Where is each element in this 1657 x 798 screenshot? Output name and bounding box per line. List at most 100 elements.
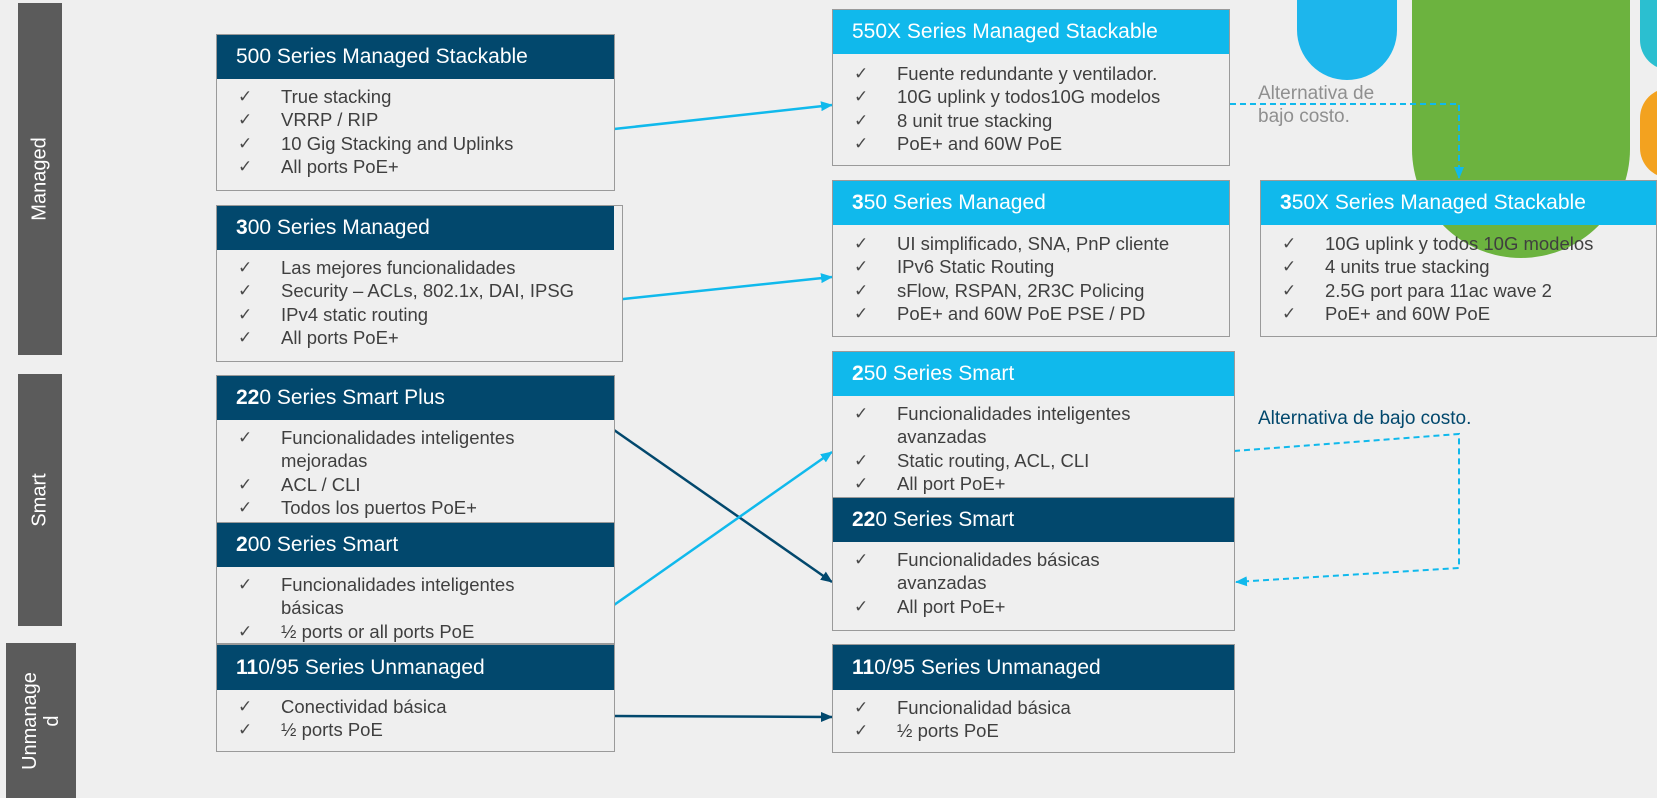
- arrow-200-to-250: [613, 450, 833, 607]
- tier-label-unmanaged: Unmanage d: [6, 643, 76, 798]
- box-250-title: 50 Series Smart: [863, 362, 1015, 385]
- box-110l-title: 0/95 Series Unmanaged: [258, 655, 485, 679]
- item-text: Todos los puertos PoE+: [281, 497, 477, 519]
- decor-teal-shape: [1640, 0, 1657, 70]
- list-item: ✓ ACL / CLI: [217, 473, 557, 496]
- note-low-cost-alternative-mid: Alternativa de bajo costo.: [1258, 408, 1472, 429]
- item-text: VRRP / RIP: [281, 109, 379, 131]
- list-item: ✓ IPv6 Static Routing: [833, 255, 1229, 278]
- check-icon: ✓: [854, 234, 869, 253]
- item-text: Las mejores funcionalidades: [281, 257, 516, 278]
- item-text: ½ ports PoE: [897, 720, 999, 742]
- item-text: PoE+ and 60W PoE: [1325, 303, 1491, 325]
- item-text: 10 Gig Stacking and Uplinks: [281, 132, 514, 154]
- check-icon: ✓: [1282, 304, 1297, 324]
- list-item: ✓10G uplink y todos10G modelos: [833, 85, 1229, 108]
- list-item: ✓ 8 unit true stacking: [833, 109, 1229, 132]
- box-250-title-bold: 2: [852, 362, 864, 385]
- item-text: 4 units true stacking: [1325, 256, 1490, 278]
- box-220-title-bold: 22: [852, 508, 876, 531]
- item-text: Funcionalidades básicas avanzadas: [897, 549, 1100, 594]
- item-text: All port PoE+: [897, 595, 1006, 617]
- check-icon: ✓: [238, 304, 253, 324]
- list-item: ✓All ports PoE+: [217, 326, 622, 349]
- check-icon: ✓: [238, 621, 253, 641]
- list-item: ✓Funcionalidades inteligentes avanzadas: [833, 402, 1183, 449]
- item-text: Funcionalidades inteligentes mejoradas: [281, 427, 515, 472]
- check-icon: ✓: [238, 110, 253, 130]
- check-icon: ✓: [1282, 257, 1297, 277]
- check-icon: ✓: [238, 474, 253, 494]
- item-text: ½ ports PoE: [281, 719, 383, 741]
- check-icon: ✓: [854, 304, 869, 324]
- box-550x-series: 550X Series Managed Stackable ✓Fuente re…: [832, 9, 1230, 166]
- item-text: 8 unit true stacking: [897, 109, 1053, 131]
- item-text: sFlow, RSPAN, 2R3C Policing: [897, 279, 1145, 301]
- decor-blue-shape: [1297, 0, 1397, 80]
- item-text: All ports PoE+: [281, 156, 399, 178]
- list-item: ✓½ ports PoE: [833, 719, 1234, 742]
- box-200-title: 00 Series Smart: [247, 533, 399, 556]
- item-text: PoE+ and 60W PoE: [897, 133, 1063, 155]
- check-icon: ✓: [854, 110, 869, 130]
- arrow-250-to-220: [1233, 432, 1460, 587]
- check-icon: ✓: [854, 450, 869, 470]
- arrow-220p-to-220: [613, 428, 833, 584]
- arrow-500-to-550x: [613, 101, 833, 131]
- check-icon: ✓: [854, 596, 869, 616]
- list-item: ✓Funcionalidades inteligentes básicas: [217, 573, 557, 620]
- box-500-title: 500 Series Managed Stackable: [236, 45, 528, 68]
- item-text: All ports PoE+: [281, 327, 399, 349]
- box-200-title-bold: 2: [236, 533, 248, 556]
- list-item: ✓½ ports PoE: [217, 718, 614, 741]
- check-icon: ✓: [854, 404, 869, 423]
- item-text: Fuente redundante y ventilador.: [897, 63, 1158, 84]
- box-110l-title-bold: 11: [236, 655, 259, 679]
- list-item: ✓ IPv4 static routing: [217, 303, 622, 326]
- check-icon: ✓: [238, 697, 253, 716]
- box-300-title-bold: 3: [236, 216, 248, 239]
- item-text: IPv6 Static Routing: [897, 256, 1055, 278]
- item-text: 10G uplink y todos 10G modelos: [1325, 233, 1594, 254]
- check-icon: ✓: [238, 428, 253, 447]
- box-220p-title-bold: 22: [236, 386, 260, 409]
- item-text: ½ ports or all ports PoE: [281, 620, 475, 642]
- check-icon: ✓: [238, 133, 253, 153]
- list-item: ✓Funcionalidad básica: [833, 696, 1234, 719]
- list-item: ✓ VRRP / RIP: [217, 108, 614, 131]
- list-item: ✓PoE+ and 60W PoE PSE / PD: [833, 302, 1229, 325]
- check-icon: ✓: [238, 498, 253, 518]
- check-icon: ✓: [238, 258, 253, 277]
- list-item: ✓Fuente redundante y ventilador.: [833, 62, 1229, 85]
- list-item: ✓ ½ ports or all ports PoE: [217, 620, 557, 643]
- item-text: 10G uplink y todos10G modelos: [897, 86, 1161, 108]
- item-text: Conectividad básica: [281, 696, 447, 717]
- list-item: ✓ PoE+ and 60W PoE: [1261, 302, 1656, 325]
- check-icon: ✓: [238, 87, 253, 106]
- list-item: ✓ Todos los puertos PoE+: [217, 496, 557, 519]
- check-icon: ✓: [1282, 234, 1297, 253]
- box-500-series: 500 Series Managed Stackable ✓True stack…: [216, 34, 615, 191]
- item-text: ACL / CLI: [281, 473, 361, 495]
- check-icon: ✓: [854, 257, 869, 277]
- box-350x-title-bold: 3: [1280, 191, 1292, 214]
- item-text: IPv4 static routing: [281, 303, 429, 325]
- check-icon: ✓: [854, 698, 869, 717]
- check-icon: ✓: [854, 474, 869, 494]
- list-item: ✓ Funcionalidades inteligentes mejoradas: [217, 426, 557, 473]
- item-text: UI simplificado, SNA, PnP cliente: [897, 233, 1170, 254]
- tier-label-smart: Smart: [18, 374, 62, 626]
